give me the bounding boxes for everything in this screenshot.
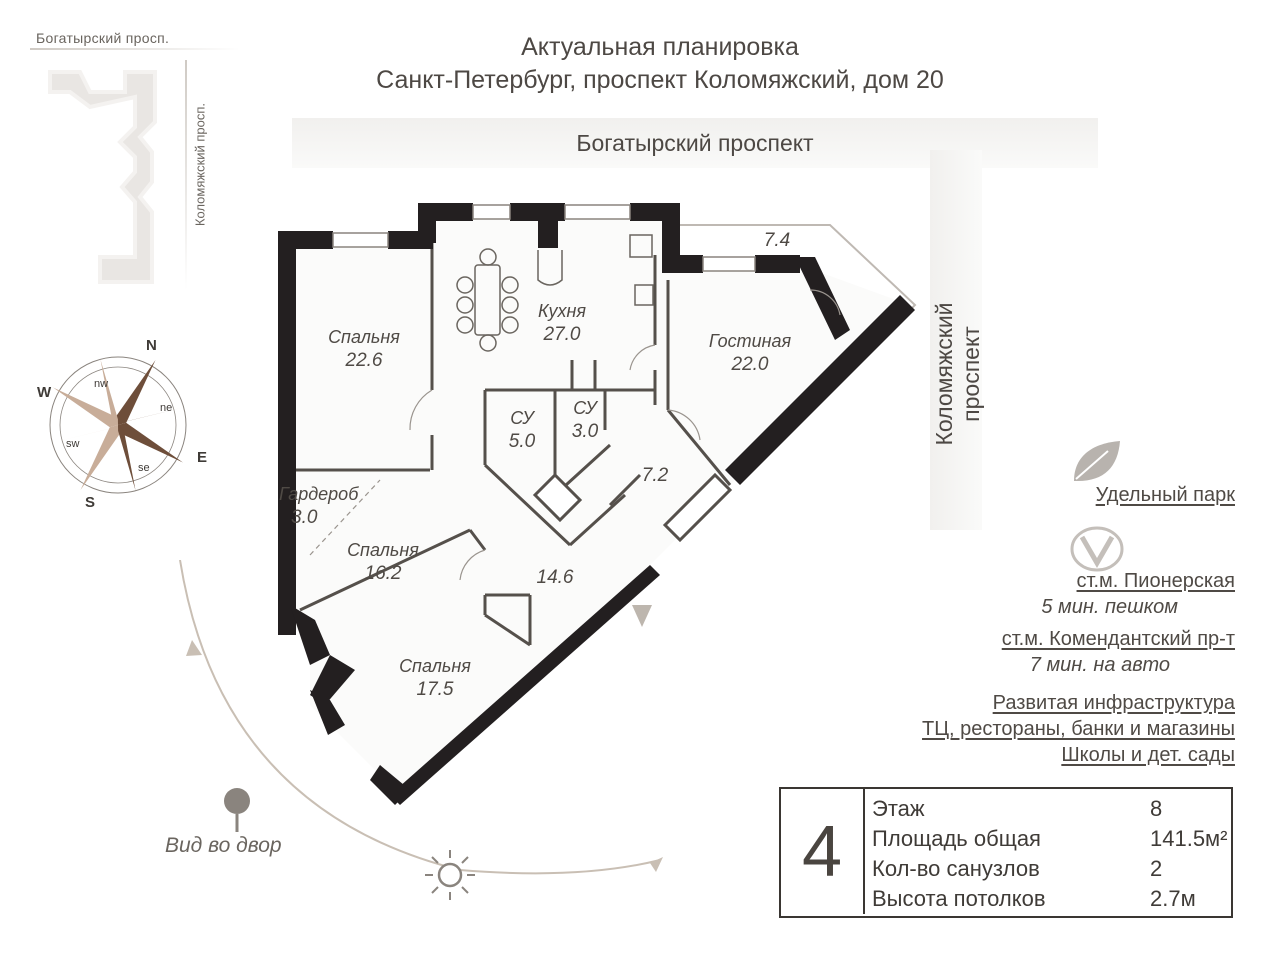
mini-map-street-line (30, 48, 240, 50)
rooms-count: 4 (781, 789, 865, 914)
compass-sw: sw (66, 438, 80, 450)
leaf-icon (1074, 441, 1120, 481)
metro2-time: 7 мин. на авто (1029, 654, 1170, 676)
bathtub (532, 472, 733, 543)
wall-right-diagonal (725, 295, 915, 485)
street-right-label: Коломяжский проспект (931, 302, 984, 446)
wall-bottom-diagonal (390, 565, 660, 805)
row-ceiling-value: 2.7м (1150, 886, 1196, 911)
window (702, 256, 756, 272)
mini-map-building (48, 70, 157, 284)
street-band-right (930, 150, 982, 530)
dining-table (456, 248, 519, 352)
location-pin-icon (224, 788, 250, 832)
view-label: Вид во двор (165, 834, 282, 857)
row-bathrooms-value: 2 (1150, 856, 1163, 881)
summary-table (779, 787, 1233, 918)
metro-icon (1070, 526, 1124, 572)
room-corridor: 7.2 (641, 465, 669, 486)
compass-south: S (85, 494, 96, 511)
room-hall: 14.6 (536, 567, 574, 588)
window (472, 204, 511, 220)
park-link[interactable]: Удельный парк (1095, 484, 1235, 506)
window (332, 232, 389, 248)
metro1-link[interactable]: ст.м. Пионерская (1076, 570, 1235, 592)
row-floor-value: 8 (1150, 796, 1163, 821)
compass-rose-icon (49, 356, 187, 494)
wardrobe-divider (309, 479, 381, 556)
mini-map-street-top: Богатырский просп. (36, 30, 170, 46)
sink (634, 284, 654, 306)
plan-address: Санкт-Петербург, проспект Коломяжский, д… (376, 66, 944, 94)
row-floor-label: Этаж (872, 796, 925, 821)
stove (629, 234, 653, 258)
compass-se: se (138, 462, 150, 474)
metro1-time: 5 мин. пешком (1041, 596, 1178, 618)
room-balcony: 7.4 (763, 230, 791, 251)
infra-list-link[interactable]: ТЦ, рестораны, банки и магазины (922, 718, 1235, 740)
window (564, 204, 631, 220)
kitchen-island (537, 250, 563, 286)
entrance-arrow-icon (632, 605, 652, 627)
schools-link[interactable]: Школы и дет. сады (1061, 744, 1235, 766)
row-area-label: Площадь общая (872, 826, 1041, 851)
row-ceiling-label: Высота потолков (872, 886, 1046, 911)
floor-plan (278, 203, 917, 805)
compass-west: W (37, 384, 52, 401)
street-top-label: Богатырский проспект (576, 130, 814, 156)
mini-map-side-street-line (185, 60, 187, 290)
wall-left (278, 231, 296, 616)
row-area-value: 141.5м² (1150, 826, 1228, 851)
infra-link[interactable]: Развитая инфраструктура (992, 692, 1235, 714)
row-bathrooms-label: Кол-во санузлов (872, 856, 1040, 881)
sun-icon (425, 850, 475, 900)
plan-title: Актуальная планировка (521, 33, 799, 61)
sun-path (179, 560, 663, 875)
compass-nw: nw (94, 378, 109, 390)
mini-map-street-side: Коломяжский просп. (192, 102, 208, 227)
compass-ne: ne (160, 402, 173, 414)
compass-north: N (146, 337, 157, 354)
compass-east: E (197, 449, 208, 466)
metro2-link[interactable]: ст.м. Комендантский пр-т (1001, 628, 1235, 650)
